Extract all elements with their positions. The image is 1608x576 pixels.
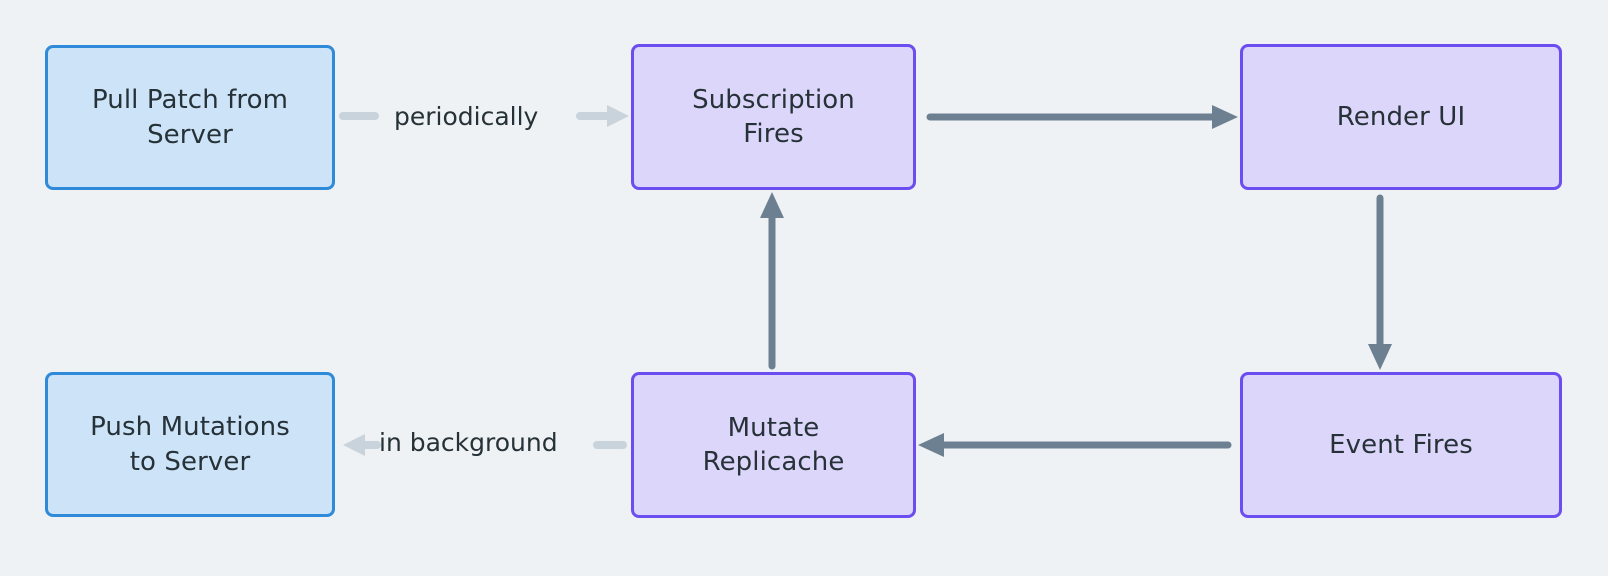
edge-render-to-event [1368, 194, 1392, 370]
arrowhead-down-icon [1368, 344, 1392, 370]
node-event-fires[interactable]: Event Fires [1240, 372, 1562, 518]
arrowhead-left-icon [343, 434, 365, 456]
edge-mutate-to-subscription [760, 192, 784, 370]
node-mutate-replicache[interactable]: Mutate Replicache [631, 372, 916, 518]
edge-label-in-background: in background [379, 428, 558, 457]
node-subscription-fires[interactable]: Subscription Fires [631, 44, 916, 190]
arrowhead-right-icon [1212, 105, 1238, 129]
node-push-mutations-to-server[interactable]: Push Mutations to Server [45, 372, 335, 517]
edge-label-periodically: periodically [394, 102, 539, 131]
arrowhead-right-icon [607, 105, 629, 127]
node-render-ui[interactable]: Render UI [1240, 44, 1562, 190]
arrowhead-left-icon [918, 433, 944, 457]
node-pull-patch-from-server[interactable]: Pull Patch from Server [45, 45, 335, 190]
edge-subscription-to-render [926, 105, 1238, 129]
edge-event-to-mutate [918, 433, 1232, 457]
arrowhead-up-icon [760, 192, 784, 218]
